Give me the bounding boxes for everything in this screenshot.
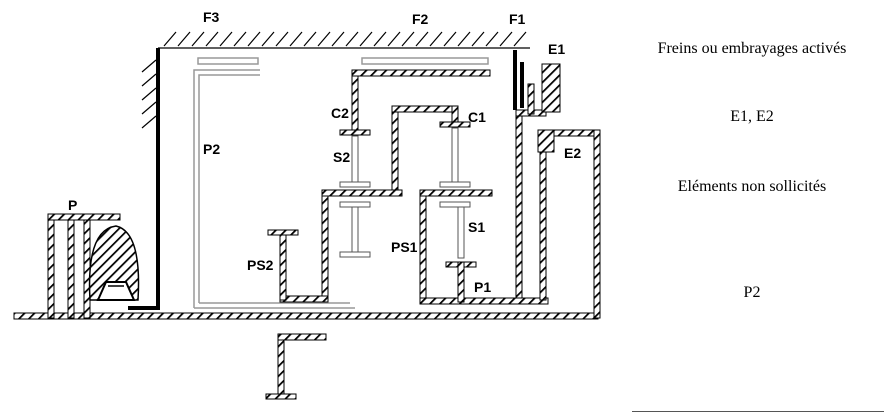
- gearbox-schematic: F3 F2 F1 E1 E2 C1 C2 S1 S2 P P1 P2 PS1 P…: [13, 9, 601, 400]
- drive-links: [128, 48, 524, 310]
- ring-s1-band: [419, 189, 493, 197]
- label-s1: S1: [468, 219, 485, 235]
- train-s1: [419, 109, 601, 319]
- label-s2: S2: [333, 149, 350, 165]
- train-s2: [267, 69, 491, 303]
- pump-p: [47, 213, 140, 319]
- label-e2: E2: [564, 145, 581, 161]
- label-c2: C2: [331, 105, 349, 121]
- housing-ground: [141, 31, 530, 129]
- label-ps2: PS2: [247, 257, 274, 273]
- label-c1: C1: [468, 109, 486, 125]
- ring-s2-band: [321, 189, 403, 197]
- label-p2: P2: [203, 141, 220, 157]
- label-ps1: PS1: [391, 239, 418, 255]
- element-p2-idle: [193, 57, 489, 309]
- idle-elements-heading: Eléments non sollicités: [677, 178, 827, 195]
- planet-s2: [339, 135, 371, 258]
- label-p: P: [68, 197, 77, 213]
- label-f2: F2: [412, 11, 429, 27]
- label-f3: F3: [203, 9, 220, 25]
- idle-elements-value: P2: [743, 284, 761, 301]
- active-brakes-value: E1, E2: [730, 108, 774, 125]
- active-brakes-heading: Freins ou embrayages activés: [657, 40, 847, 57]
- clutch-e1-e2: [527, 63, 561, 153]
- planet-s1: [439, 127, 471, 259]
- label-f1: F1: [509, 11, 526, 27]
- label-e1: E1: [548, 41, 565, 57]
- divider-line: [632, 411, 884, 412]
- label-p1: P1: [474, 279, 491, 295]
- input-shaft: [13, 312, 599, 400]
